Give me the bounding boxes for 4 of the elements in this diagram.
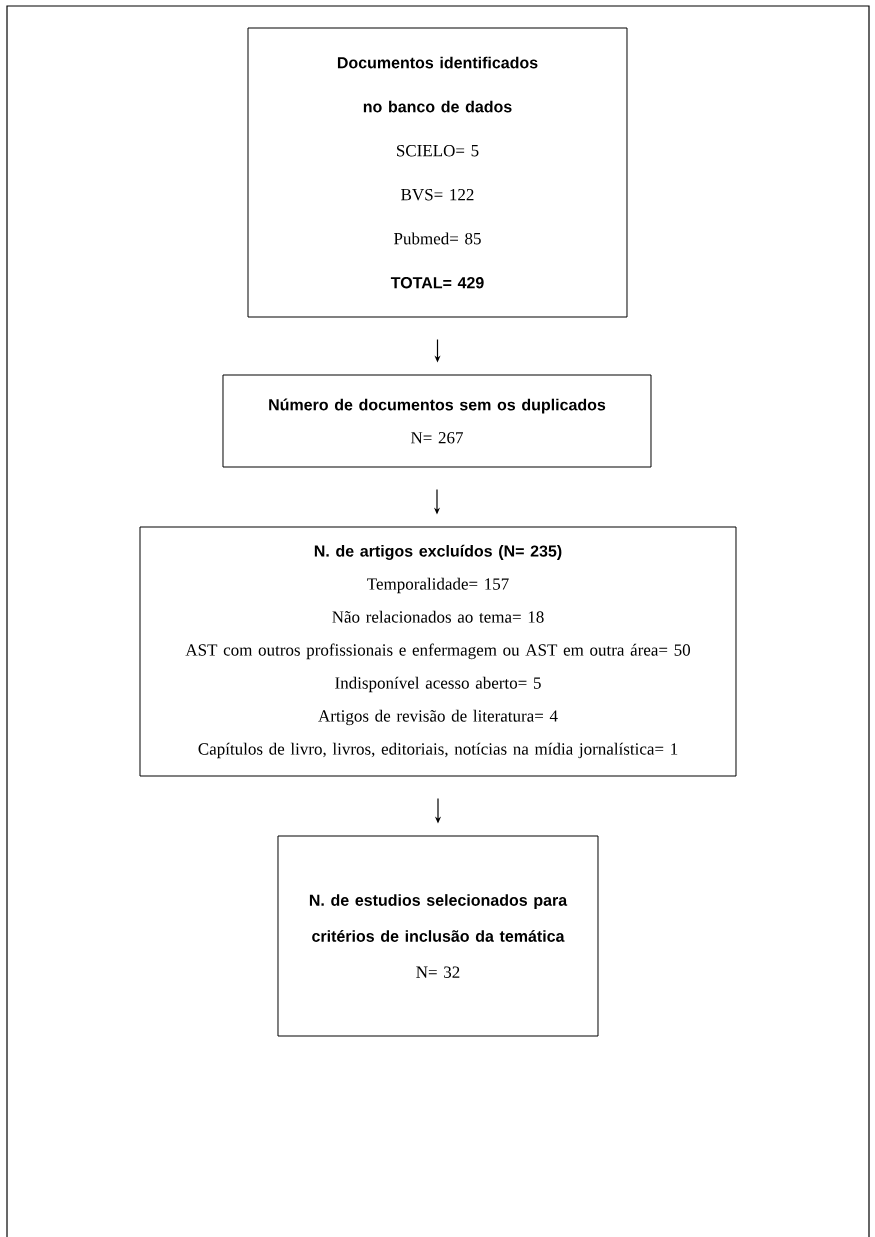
process-box: Número de documentos sem os duplicados N= 267 — [222, 374, 652, 468]
process-box: Documentos identificados no banco de dados SCIELO= 5 BVS= 122 Pubmed= 85 TOTAL= 429 — [247, 27, 628, 318]
process-box: N. de estudios selecionados para critérios de inclusão da temática N= 32 — [277, 835, 599, 1037]
process-box: N. de artigos excluídos (N= 235) Temporalidade= 157 Não relacionados ao tema= 18 AST com outros profissionais e enfermagem ou AST em outra área= 50 Indisponível acesso aberto= 5 Artigos de revisão de literatura= 4 Capítulos de livro, livros, editoriais, notícias na mídia jornalística= 1 — [139, 526, 737, 777]
